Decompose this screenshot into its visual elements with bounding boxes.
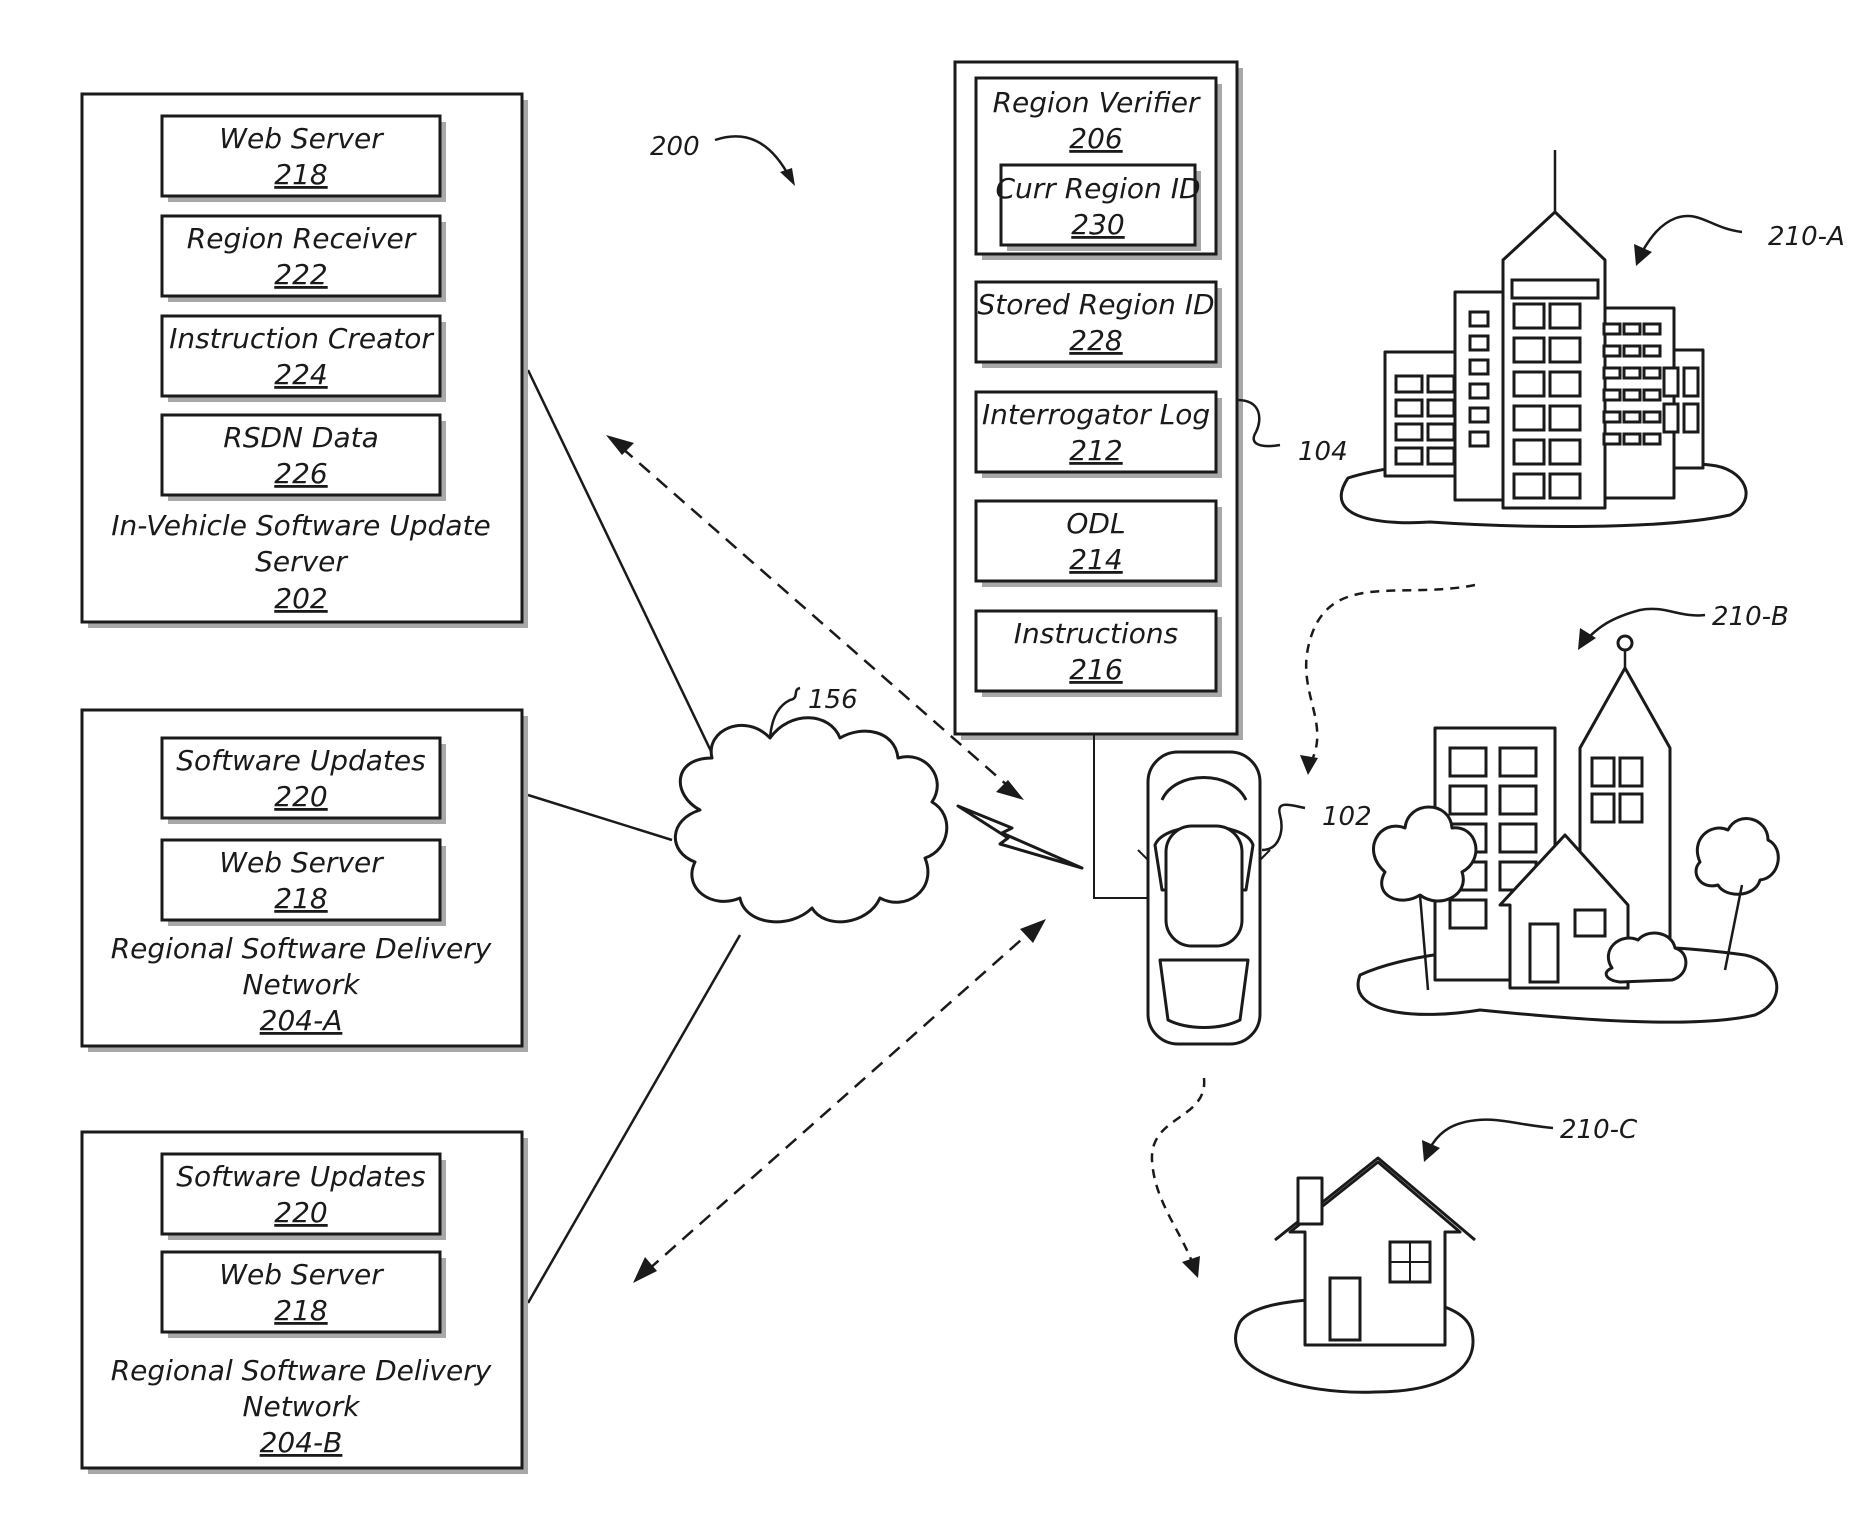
region-c-arrowhead (1422, 1140, 1440, 1162)
svg-text:228: 228 (1069, 324, 1122, 357)
travel-path-lower (1152, 1078, 1204, 1262)
figure-label-arrowhead (780, 168, 795, 186)
svg-text:218: 218 (274, 882, 327, 915)
travel-path-upper-arrowhead (1300, 755, 1318, 775)
rsdn-a-title-line1: Regional Software Delivery (111, 932, 492, 965)
region-b-leader (1588, 609, 1705, 638)
rsdn-204a: Software Updates 220 Web Server 218 Regi… (82, 710, 528, 1052)
svg-text:226: 226 (274, 457, 327, 490)
svg-text:222: 222 (274, 258, 327, 291)
network-ref: 156 (808, 685, 858, 715)
instructions-216: Instructions 216 (976, 611, 1222, 697)
region-a-ref: 210-A (1768, 222, 1845, 252)
svg-text:Instructions: Instructions (1014, 617, 1178, 650)
svg-text:230: 230 (1071, 208, 1124, 241)
svg-text:Region Verifier: Region Verifier (993, 86, 1201, 119)
server-component-region-receiver: Region Receiver 222 (162, 216, 446, 302)
rsdn-b-software-updates: Software Updates 220 (162, 1154, 446, 1240)
vehicle-ref: 102 (1322, 802, 1372, 832)
svg-text:212: 212 (1069, 434, 1122, 467)
link-rsdn-204b (528, 935, 740, 1303)
curr-region-id-230: Curr Region ID 230 (995, 165, 1201, 251)
stack-vehicle-connector (1094, 734, 1148, 898)
rsdn-a-software-updates: Software Updates 220 (162, 738, 446, 824)
travel-path-lower-arrowhead (1182, 1256, 1200, 1278)
arrowhead-lower-left (633, 1257, 657, 1283)
region-c-leader (1430, 1120, 1553, 1148)
svg-text:Web Server: Web Server (219, 1258, 384, 1291)
arrowhead-upper-right (996, 780, 1024, 800)
svg-text:RSDN Data: RSDN Data (223, 421, 379, 454)
server-component-web-server: Web Server 218 (162, 116, 446, 202)
svg-text:Stored Region ID: Stored Region ID (977, 288, 1214, 321)
server-ref: 202 (274, 582, 327, 615)
stack-ref-leader (1237, 400, 1280, 446)
svg-text:Web Server: Web Server (219, 846, 384, 879)
interrogator-log-212: Interrogator Log 212 (976, 392, 1222, 478)
region-verifier-206: Region Verifier 206 Curr Region ID 230 (976, 78, 1222, 260)
car-icon (1138, 752, 1270, 1044)
rsdn-b-web-server: Web Server 218 (162, 1252, 446, 1338)
rsdn-b-title-line1: Regional Software Delivery (111, 1354, 492, 1387)
city-icon (1341, 150, 1746, 526)
link-rsdn-204a (528, 795, 672, 840)
svg-text:Software Updates: Software Updates (176, 1160, 425, 1193)
rsdn-a-web-server: Web Server 218 (162, 840, 446, 926)
figure-label-leader (715, 136, 790, 178)
vehicle-ref-leader (1262, 805, 1305, 850)
region-a-arrowhead (1634, 244, 1652, 266)
svg-text:220: 220 (274, 1196, 327, 1229)
svg-text:Interrogator Log: Interrogator Log (982, 398, 1210, 431)
region-210c: 210-C (1236, 1115, 1638, 1392)
odl-214: ODL 214 (976, 501, 1222, 587)
svg-text:Region Receiver: Region Receiver (187, 222, 417, 255)
region-a-leader (1642, 216, 1742, 252)
vehicle-102: 102 (1138, 752, 1372, 1044)
server-title-line2: Server (255, 545, 348, 578)
svg-text:Web Server: Web Server (219, 122, 384, 155)
region-c-ref: 210-C (1560, 1115, 1638, 1145)
server-title-line1: In-Vehicle Software Update (111, 509, 490, 542)
house-icon (1236, 1158, 1475, 1392)
svg-text:220: 220 (274, 780, 327, 813)
region-210a: 210-A (1341, 150, 1845, 526)
rsdn-b-title-line2: Network (243, 1390, 362, 1423)
rsdn-204b: Software Updates 220 Web Server 218 Regi… (82, 1132, 528, 1474)
wireless-link-icon (958, 806, 1082, 868)
svg-text:224: 224 (274, 358, 327, 391)
town-icon (1358, 636, 1778, 1022)
figure-label: 200 (650, 132, 700, 162)
svg-text:216: 216 (1069, 653, 1122, 686)
dashed-arrow-lower (648, 932, 1030, 1270)
server-component-rsdn-data: RSDN Data 226 (162, 415, 446, 501)
region-210b: 210-B (1358, 602, 1789, 1022)
svg-text:218: 218 (274, 158, 327, 191)
svg-text:ODL: ODL (1066, 507, 1125, 540)
vehicle-stack-ref: 104 (1298, 437, 1348, 467)
svg-text:218: 218 (274, 1294, 327, 1327)
cloud-icon (675, 718, 946, 922)
server-component-instruction-creator: Instruction Creator 224 (162, 316, 446, 402)
arrowhead-lower-right (1020, 919, 1046, 943)
update-server-202: Web Server 218 Region Receiver 222 Instr… (82, 94, 528, 628)
region-b-ref: 210-B (1712, 602, 1789, 632)
svg-text:214: 214 (1069, 543, 1122, 576)
arrowhead-upper-left (606, 435, 634, 455)
svg-text:Software Updates: Software Updates (176, 744, 425, 777)
svg-text:Curr Region ID: Curr Region ID (995, 172, 1200, 205)
region-b-arrowhead (1578, 628, 1596, 650)
rsdn-a-ref: 204-A (260, 1004, 343, 1037)
network-cloud: 156 (675, 685, 946, 922)
stored-region-id-228: Stored Region ID 228 (976, 282, 1222, 368)
rsdn-a-title-line2: Network (243, 968, 362, 1001)
vehicle-stack-104: Region Verifier 206 Curr Region ID 230 S… (955, 62, 1348, 740)
svg-text:206: 206 (1069, 122, 1122, 155)
link-server-202 (528, 370, 720, 770)
svg-text:Instruction Creator: Instruction Creator (169, 322, 434, 355)
rsdn-b-ref: 204-B (260, 1426, 343, 1459)
